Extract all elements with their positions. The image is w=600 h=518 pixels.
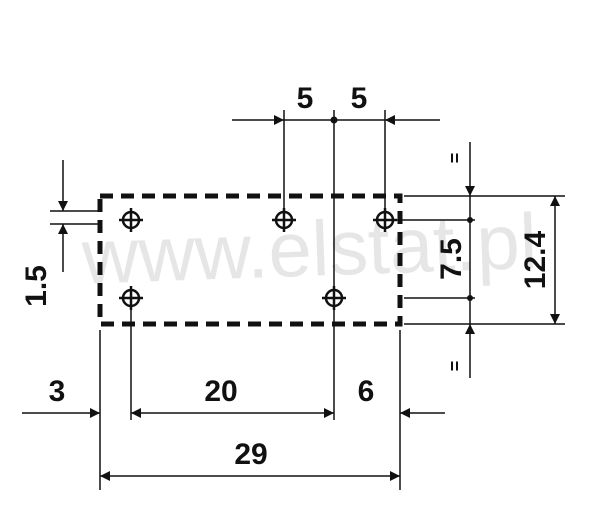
equal-mark-bottom: = — [445, 361, 465, 372]
dimension-left-margin: 3 — [49, 375, 66, 408]
dimension-overall-width: 12.4 — [519, 230, 552, 289]
row-dot-bottom — [467, 295, 473, 301]
pin-top-2 — [272, 208, 296, 232]
watermark: www.elstat.pl — [80, 197, 539, 301]
pin-top-1 — [119, 208, 143, 232]
pins — [119, 208, 397, 310]
dimension-pin-span: 20 — [204, 375, 237, 408]
left-offset-dimension — [50, 160, 100, 272]
dimension-overall-length: 29 — [234, 438, 267, 471]
dimension-top-left-pitch: 5 — [297, 82, 314, 115]
dimension-right-offset: 6 — [358, 375, 375, 408]
dimension-pin-row-offset: 1.5 — [20, 265, 53, 307]
bottom-horizontal-dimensions — [22, 310, 445, 490]
top-pitch-dimension — [232, 110, 440, 286]
pin-bottom-1 — [119, 286, 143, 310]
dimension-row-spacing: 7.5 — [435, 238, 468, 280]
right-vertical-dimensions — [397, 142, 565, 378]
pin-bottom-2 — [322, 286, 346, 310]
component-outline — [97, 193, 403, 327]
row-dot-top — [467, 217, 473, 223]
equal-mark-top: = — [445, 153, 465, 164]
pin-top-3 — [373, 208, 397, 232]
dimension-top-right-pitch: 5 — [351, 82, 368, 115]
pitch-dot — [330, 116, 338, 124]
